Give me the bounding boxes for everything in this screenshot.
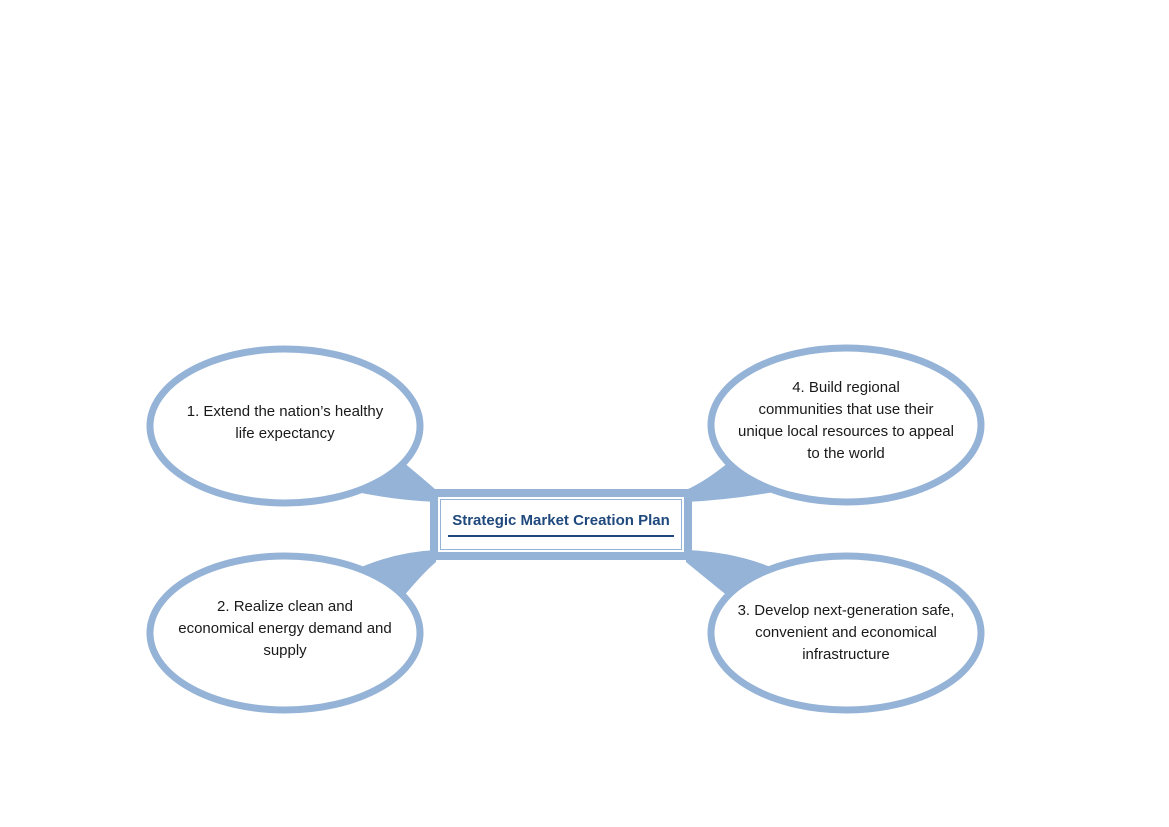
node-label-1: 1. Extend the nation’s healthy life expe… [186, 403, 384, 442]
center-box-inner-line [440, 499, 682, 550]
center-box: Strategic Market Creation Plan [438, 497, 684, 552]
node-ellipse-1 [146, 345, 424, 507]
connector-tail-2 [350, 550, 436, 597]
node-label-3: 3. Develop next-generation safe, conveni… [737, 602, 955, 663]
node-label-4: 4. Build regional communities that use t… [738, 379, 954, 462]
connector-tail-4 [686, 462, 780, 502]
node-ellipse-4 [707, 344, 985, 506]
center-box-border [430, 489, 692, 560]
node-ellipse-2 [146, 552, 424, 714]
diagram-title: Strategic Market Creation Plan [448, 512, 674, 537]
node-label-2: 2. Realize clean and economical energy d… [178, 598, 392, 659]
connector-tail-3 [686, 550, 782, 597]
connector-tail-1 [352, 462, 436, 502]
node-ellipse-3 [707, 552, 985, 714]
